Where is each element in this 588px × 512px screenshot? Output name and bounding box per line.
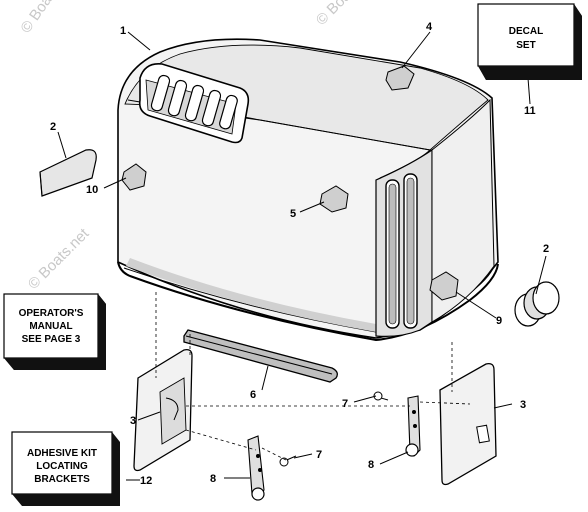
manual-line-1: OPERATOR'S xyxy=(19,308,84,319)
assembly-lines xyxy=(155,292,471,461)
manual-line-3: SEE PAGE 3 xyxy=(22,334,81,345)
callout-7-left: 7 xyxy=(316,449,322,461)
callout-8-right: 8 xyxy=(368,459,374,471)
callout-9: 9 xyxy=(496,315,502,327)
callout-2-left: 2 xyxy=(50,121,56,133)
adhesive-line-1: ADHESIVE KIT xyxy=(27,448,97,459)
decal-set-line-1: DECAL xyxy=(509,26,543,37)
callout-2-right: 2 xyxy=(543,243,549,255)
callout-1: 1 xyxy=(120,25,126,37)
decal-2-left xyxy=(39,149,97,197)
adhesive-kit-box: ADHESIVE KIT LOCATING BRACKETS xyxy=(11,431,120,506)
callout-5: 5 xyxy=(290,208,296,220)
decal-9-shape xyxy=(429,271,459,301)
adhesive-line-3: BRACKETS xyxy=(34,474,90,485)
decal-2-right xyxy=(514,281,560,327)
seal-strip xyxy=(183,329,338,383)
locating-bracket-right xyxy=(405,395,421,457)
callout-6: 6 xyxy=(250,389,256,401)
manual-line-2: MANUAL xyxy=(29,321,72,332)
callout-3-right: 3 xyxy=(520,399,526,411)
engine-cover xyxy=(117,38,499,342)
callout-11: 11 xyxy=(524,105,536,117)
watermark-top-left: © Boats.net xyxy=(17,0,76,36)
callout-8-left: 8 xyxy=(210,473,216,485)
callout-10: 10 xyxy=(86,184,98,196)
callout-4: 4 xyxy=(426,21,433,33)
leader-lines xyxy=(57,31,547,481)
decal-set-box: DECAL SET xyxy=(477,3,582,80)
adhesive-line-2: LOCATING xyxy=(36,461,88,472)
side-panel-right xyxy=(439,362,497,486)
screw-left xyxy=(279,455,297,467)
side-panel-left xyxy=(133,348,193,472)
watermark-top-center: © Boats.net xyxy=(313,0,381,29)
locating-bracket-left xyxy=(247,435,265,501)
callout-7-right: 7 xyxy=(342,398,348,410)
callout-12: 12 xyxy=(140,475,152,487)
decal-set-line-2: SET xyxy=(516,40,535,51)
callout-3-left: 3 xyxy=(130,415,136,427)
operators-manual-box: OPERATOR'S MANUAL SEE PAGE 3 xyxy=(3,293,106,370)
watermark-mid-left: © Boats.net xyxy=(25,225,93,293)
screw-right xyxy=(373,391,389,401)
